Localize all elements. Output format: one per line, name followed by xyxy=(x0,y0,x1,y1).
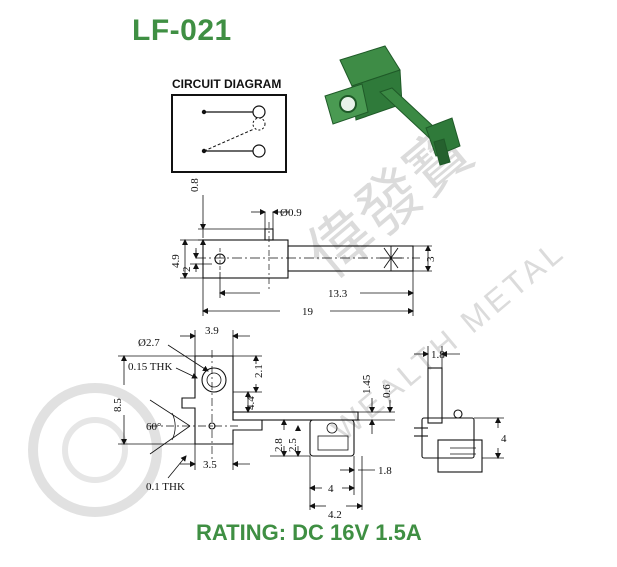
part-number-title: LF-021 xyxy=(132,14,232,47)
dim-4-9: 4.9 xyxy=(170,254,182,268)
switch-arm-dashed xyxy=(203,128,255,152)
dim-0-8: 0.8 xyxy=(189,178,201,192)
dim-4-side: 4 xyxy=(501,433,507,445)
render-eyelet-hole xyxy=(339,95,357,113)
dim-3-5: 3.5 xyxy=(203,459,217,471)
contact-no-circle xyxy=(252,105,266,119)
dim-3-9: 3.9 xyxy=(205,325,219,337)
circuit-diagram: CIRCUIT DIAGRAM xyxy=(171,77,287,173)
contact-nc-circle xyxy=(252,144,266,158)
dim-0-1-thk: 0.1 THK xyxy=(146,481,185,493)
watermark-logo-ring xyxy=(28,383,162,517)
contact-alt-circle xyxy=(252,117,266,131)
dim-2: 2 xyxy=(181,267,193,273)
dim-0-15-thk: 0.15 THK xyxy=(128,361,172,373)
dim-0-6: 0.6 xyxy=(381,384,393,398)
side-view-housing xyxy=(437,439,483,473)
top-view xyxy=(196,222,420,290)
dim-2-1: 2.1 xyxy=(253,364,265,378)
circuit-diagram-frame xyxy=(171,94,287,173)
dim-60-degrees: 60° xyxy=(146,421,161,433)
product-render xyxy=(324,45,461,166)
dim-4-bottom: 4 xyxy=(328,483,334,495)
dim-3: 3 xyxy=(425,256,437,262)
side-view-dimensions xyxy=(414,346,504,459)
top-view-body xyxy=(202,239,289,279)
render-end-clip xyxy=(425,117,461,157)
dim-phi-2-7: Ø2.7 xyxy=(138,337,160,349)
watermark-logo-inner xyxy=(62,417,128,483)
front-view-eyelet xyxy=(201,367,227,393)
dim-1-8-side: 1.8 xyxy=(431,349,445,361)
render-end-lead xyxy=(433,138,451,166)
dim-8-5: 8.5 xyxy=(112,398,124,412)
top-view-arm xyxy=(287,245,414,272)
dim-1-8-bottom: 1.8 xyxy=(378,465,392,477)
side-view-post xyxy=(427,367,443,424)
dim-19: 19 xyxy=(302,306,314,318)
front-view-dimensions xyxy=(118,330,395,510)
side-view xyxy=(414,367,483,473)
dim-2-8: 2.8 xyxy=(273,438,285,452)
side-view-rivet xyxy=(453,409,463,419)
dim-13-3: 13.3 xyxy=(328,288,348,300)
dim-phi-0-9: Ø0.9 xyxy=(280,207,302,219)
dim-1-45: 1.45 xyxy=(361,374,373,394)
dim-4-2: 4.2 xyxy=(328,509,342,521)
rating-text: RATING: DC 16V 1.5A xyxy=(196,520,422,545)
side-view-base xyxy=(421,417,475,459)
circuit-diagram-label: CIRCUIT DIAGRAM xyxy=(172,77,281,91)
top-view-dimensions xyxy=(180,195,432,316)
dim-4-4: 4.4 xyxy=(245,396,257,410)
dim-2-5: 2.5 xyxy=(287,438,299,452)
